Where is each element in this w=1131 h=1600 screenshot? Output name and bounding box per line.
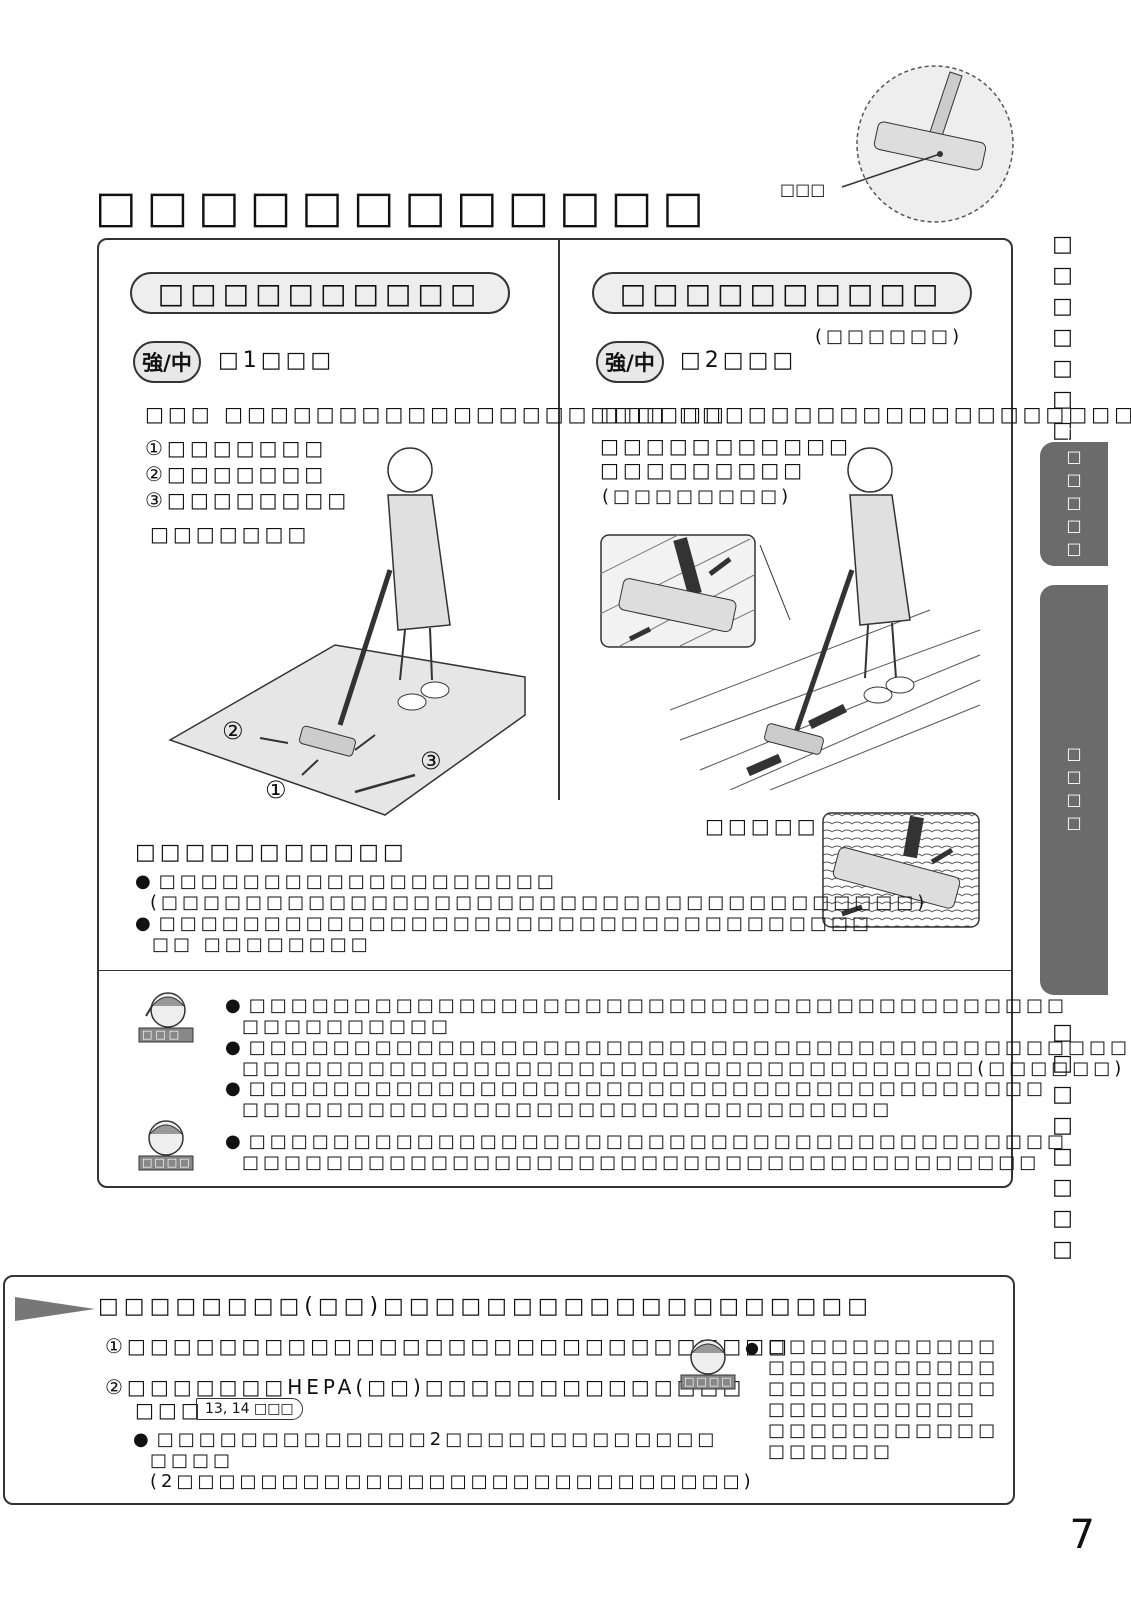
bottom-panel bbox=[3, 1275, 1015, 1505]
bottom-side-note-1: □□□□□□□□□□□ bbox=[768, 1336, 1000, 1357]
section-divider bbox=[97, 970, 1013, 971]
bottom-face-label: □□□□ bbox=[684, 1375, 734, 1388]
bottom-bullet-a: □□□□□□□□□□□□□2□□□□□□□□□□□□□ bbox=[133, 1429, 718, 1450]
right-desc-1: □□□□□□□□□□□ bbox=[600, 434, 852, 458]
column-divider bbox=[558, 240, 560, 800]
side-tab-2[interactable]: □□□□ bbox=[1040, 585, 1108, 995]
right-subheading: (□□□□□□) bbox=[815, 326, 964, 347]
bottom-side-note-3: □□□□□□□□□□□ bbox=[768, 1378, 1000, 1399]
tips-line-2: □□□□□□□□□□□□□□□□□□□□□□□□□□□□□□□□□□ bbox=[135, 913, 873, 934]
right-instruction: □□□ □□□□□□□□□□□□□□□□□□□□□□ bbox=[600, 402, 1131, 426]
left-note: □□□□□□□ bbox=[150, 522, 311, 546]
right-step: □2□□□ bbox=[680, 348, 798, 373]
tips-line-1b: (□□□□□□□□□□□□□□□□□□□□□□□□□□□□□□□□□□□□) bbox=[150, 892, 929, 913]
left-step-3: ③□□□□□□□□ bbox=[145, 488, 351, 512]
right-desc-2: □□□□□□□□□ bbox=[600, 458, 807, 482]
note-1b: □□□□□□□□□□ bbox=[242, 1016, 453, 1037]
tips-heading: □□□□□□□□□□□ bbox=[135, 840, 408, 865]
mode-badge-left: 強/中 bbox=[133, 341, 201, 383]
note-1a: □□□□□□□□□□□□□□□□□□□□□□□□□□□□□□□□□□□□□□□ bbox=[225, 995, 1068, 1016]
carpet-closeup-illustration bbox=[822, 812, 980, 928]
bottom-bullet-c: (2□□□□□□□□□□□□□□□□□□□□□□□□□□□) bbox=[150, 1471, 755, 1492]
note-2b: □□□□□□□□□□□□□□□□□□□□□□□□□□□□□□□□□□□(□□□□… bbox=[242, 1058, 1126, 1079]
side-heading-bottom: □□□□□□□□ bbox=[1050, 1020, 1075, 1268]
bottom-item-1: ①□□□□□□□□□□□□□□□□□□□□□□□□□□□□□ bbox=[105, 1334, 791, 1358]
note-4a: □□□□□□□□□□□□□□□□□□□□□□□□□□□□□□□□□□□□□□□ bbox=[225, 1131, 1068, 1152]
bottom-bullet-b: □□□□ bbox=[150, 1450, 235, 1471]
page-title: □□□□□□□□□□□□ bbox=[95, 182, 714, 233]
face1-label: □□□ bbox=[142, 1028, 183, 1041]
face2-label: □□□□ bbox=[142, 1156, 192, 1169]
note-2a: □□□□□□□□□□□□□□□□□□□□□□□□□□□□□□□□□□□□□□□□… bbox=[225, 1037, 1131, 1058]
left-heading: □□□□□□□□□□ bbox=[130, 272, 510, 314]
page-number: 7 bbox=[1069, 1512, 1095, 1558]
caution-face-icon-bottom bbox=[680, 1339, 736, 1390]
right-heading: □□□□□□□□□□ bbox=[592, 272, 972, 314]
bottom-item-2: ②□□□□□□□HEPA(□□)□□□□□□□□□□□□□□ bbox=[105, 1375, 746, 1399]
bottom-side-note-5: □□□□□□□□□□□ bbox=[768, 1420, 1000, 1441]
tips-line-2b: □□ □□□□□□□□ bbox=[152, 934, 372, 955]
marker-1: ① bbox=[265, 776, 291, 804]
page-ref-badge[interactable]: 13, 14 □□□ bbox=[196, 1398, 303, 1420]
section-arrow-icon bbox=[15, 1297, 95, 1321]
bottom-side-bullet: ● bbox=[745, 1338, 759, 1357]
tips-line-1: □□□□□□□□□□□□□□□□□□□ bbox=[135, 871, 558, 892]
bottom-item-2b: □□□ bbox=[135, 1398, 204, 1422]
bottom-heading: □□□□□□□□(□□)□□□□□□□□□□□□□□□□□□□ bbox=[98, 1294, 873, 1319]
note-3a: □□□□□□□□□□□□□□□□□□□□□□□□□□□□□□□□□□□□□□ bbox=[225, 1078, 1047, 1099]
advice-face-icon bbox=[138, 992, 194, 1043]
left-step-1: ①□□□□□□□ bbox=[145, 436, 328, 460]
main-panel bbox=[97, 238, 1013, 1188]
bottom-side-note-2: □□□□□□□□□□□ bbox=[768, 1357, 1000, 1378]
note-4b: □□□□□□□□□□□□□□□□□□□□□□□□□□□□□□□□□□□□□□ bbox=[242, 1152, 1041, 1173]
flooring-cleaning-illustration bbox=[670, 447, 981, 790]
left-step: □1□□□ bbox=[218, 348, 336, 373]
bottom-side-note-4: □□□□□□□□□□ bbox=[768, 1399, 979, 1420]
flooring-closeup-illustration bbox=[600, 534, 756, 648]
left-instruction: □□□ □□□□□□□□□□□□□□□□□□□□□□ bbox=[145, 402, 728, 426]
marker-2: ② bbox=[222, 717, 248, 745]
side-tab-1[interactable]: □□□□□□□ bbox=[1040, 424, 1108, 585]
note-3b: □□□□□□□□□□□□□□□□□□□□□□□□□□□□□□□ bbox=[242, 1099, 894, 1120]
right-desc-3: (□□□□□□□□) bbox=[602, 486, 793, 507]
callout-label: □□□ bbox=[780, 180, 826, 199]
left-step-2: ②□□□□□□□ bbox=[145, 462, 328, 486]
nozzle-callout-illustration bbox=[841, 65, 1014, 223]
tatami-cleaning-illustration bbox=[168, 447, 526, 816]
mode-badge-right: 強/中 bbox=[596, 341, 664, 383]
marker-3: ③ bbox=[420, 747, 446, 775]
caution-face-icon bbox=[138, 1120, 194, 1171]
carpet-label: □□□□□ bbox=[705, 814, 820, 838]
side-heading-top: □□□□□□□□ bbox=[1050, 232, 1075, 480]
bottom-side-note-6: □□□□□□ bbox=[768, 1441, 895, 1462]
